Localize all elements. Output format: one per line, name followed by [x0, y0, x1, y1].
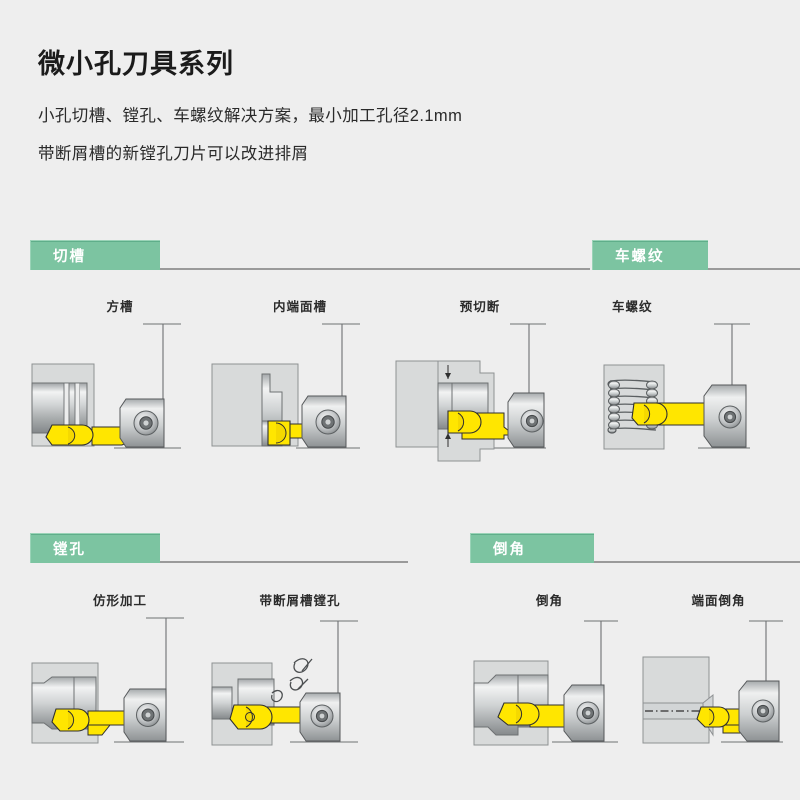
figure-thread-turning: 车螺纹 — [586, 296, 786, 471]
figure-art-chamfer — [462, 615, 637, 765]
figure-art-pre-cutoff — [390, 321, 570, 471]
figure-square-groove: 方槽 — [30, 296, 210, 471]
figure-art-internal-face-groove — [210, 321, 390, 471]
section-rule — [594, 561, 800, 563]
section-chamfering: 倒角 — [470, 533, 800, 563]
figure-pre-cutoff: 预切断 — [390, 296, 570, 471]
section-tab-threading[interactable]: 车螺纹 — [592, 240, 708, 270]
section-header-threading: 车螺纹 — [592, 240, 800, 270]
section-tab-boring[interactable]: 镗孔 — [30, 533, 160, 563]
figure-caption: 仿形加工 — [92, 594, 147, 608]
figure-profiling: 仿形加工 — [30, 590, 210, 765]
figure-caption: 车螺纹 — [612, 300, 653, 314]
section-rule — [160, 268, 590, 270]
figure-caption: 端面倒角 — [691, 594, 746, 608]
section-header-chamfering: 倒角 — [470, 533, 800, 563]
figure-art-face-chamfer — [637, 615, 800, 765]
section-tab-grooving[interactable]: 切槽 — [30, 240, 160, 270]
page-subtitle-2: 带断屑槽的新镗孔刀片可以改进排屑 — [38, 145, 309, 164]
figure-art-profiling — [30, 615, 210, 765]
figure-chamfer: 倒角 — [462, 590, 637, 765]
page-subtitle-1: 小孔切槽、镗孔、车螺纹解决方案，最小加工孔径2.1mm — [38, 107, 463, 126]
section-threading: 车螺纹 — [592, 240, 800, 270]
figure-row-grooving: 方槽 — [30, 296, 570, 471]
figure-caption: 带断屑槽镗孔 — [259, 594, 341, 608]
section-header-boring: 镗孔 — [30, 533, 408, 563]
figure-caption: 内端面槽 — [272, 300, 327, 314]
section-rule — [708, 268, 800, 270]
figure-art-chipbreaker-boring — [210, 615, 390, 765]
section-boring: 镗孔 — [30, 533, 408, 563]
figure-row-threading: 车螺纹 — [586, 296, 786, 471]
figure-art-square-groove — [30, 321, 210, 471]
section-grooving: 切槽 — [30, 240, 590, 270]
figure-row-chamfering: 倒角 — [462, 590, 800, 765]
figure-art-thread-turning — [586, 321, 786, 471]
section-rule — [160, 561, 408, 563]
section-tab-chamfering[interactable]: 倒角 — [470, 533, 594, 563]
figure-chipbreaker-boring: 带断屑槽镗孔 — [210, 590, 390, 765]
figure-caption: 预切断 — [459, 300, 501, 314]
figure-caption: 方槽 — [106, 300, 134, 314]
page-title: 微小孔刀具系列 — [38, 49, 234, 79]
page-header: 微小孔刀具系列 小孔切槽、镗孔、车螺纹解决方案，最小加工孔径2.1mm 带断屑槽… — [38, 48, 758, 164]
figure-internal-face-groove: 内端面槽 — [210, 296, 390, 471]
figure-row-boring: 仿形加工 — [30, 590, 390, 765]
figure-face-chamfer: 端面倒角 — [637, 590, 800, 765]
figure-caption: 倒角 — [535, 594, 563, 608]
section-header-grooving: 切槽 — [30, 240, 590, 270]
